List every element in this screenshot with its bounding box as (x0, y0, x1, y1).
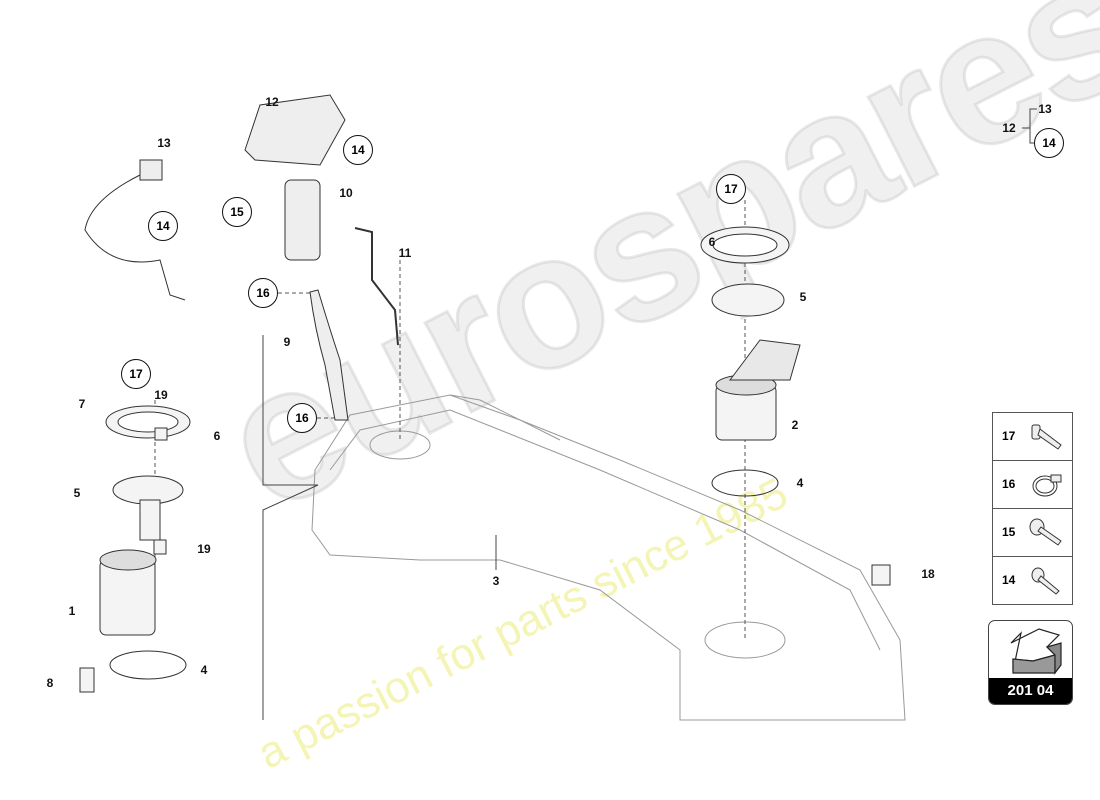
callout-16: 16 (248, 278, 278, 308)
callout-5: 5 (73, 486, 81, 500)
legend-item-17: 17 (993, 413, 1072, 461)
legend-item-16: 16 (993, 461, 1072, 509)
callout-15: 15 (222, 197, 252, 227)
legend-number: 17 (1002, 429, 1016, 443)
flange-bolt-icon (1029, 518, 1062, 546)
fastener-legend: 17 16 15 14 (992, 412, 1073, 605)
callout-14: 14 (343, 135, 373, 165)
callout-17: 17 (716, 174, 746, 204)
callout-4: 4 (796, 476, 804, 490)
fuel-tank (311, 394, 906, 721)
callout-17: 17 (121, 359, 151, 389)
callout-18: 18 (921, 567, 935, 581)
legend-number: 15 (1002, 525, 1016, 539)
callout-3: 3 (492, 574, 500, 588)
leader-lines-solid (262, 108, 1037, 720)
filler-parts (84, 94, 399, 421)
arrow-direction-icon (1010, 628, 1062, 675)
callout-19: 19 (197, 542, 211, 556)
callout-11: 11 (398, 246, 412, 260)
callout-1: 1 (68, 604, 76, 618)
callout-10: 10 (339, 186, 353, 200)
callout-16: 16 (287, 403, 317, 433)
catalog-number: 201 04 (989, 678, 1072, 704)
catalog-reference: 201 04 (988, 620, 1073, 705)
fuel-pump-left (79, 405, 191, 693)
callout-6: 6 (708, 235, 716, 249)
callout-8: 8 (46, 676, 54, 690)
callout-7: 7 (78, 397, 86, 411)
callout-9: 9 (283, 335, 291, 349)
callout-13: 13 (157, 136, 171, 150)
hose-clamp-icon (1032, 474, 1062, 497)
callout-6: 6 (213, 429, 221, 443)
bolt-icon (1031, 424, 1062, 450)
callout-13: 13 (1038, 102, 1052, 116)
callout-14: 14 (1034, 128, 1064, 158)
callout-2: 2 (791, 418, 799, 432)
callout-19: 19 (154, 388, 168, 402)
legend-item-14: 14 (993, 557, 1072, 605)
callout-12: 12 (1002, 121, 1016, 135)
leader-lines (154, 200, 746, 640)
screw-icon (1031, 567, 1060, 595)
legend-number: 16 (1002, 477, 1016, 491)
callout-14: 14 (148, 211, 178, 241)
callout-5: 5 (799, 290, 807, 304)
callout-4: 4 (200, 663, 208, 677)
fuel-pump-right (700, 226, 891, 586)
legend-item-15: 15 (993, 509, 1072, 557)
callout-12: 12 (265, 95, 279, 109)
legend-number: 14 (1002, 573, 1016, 587)
